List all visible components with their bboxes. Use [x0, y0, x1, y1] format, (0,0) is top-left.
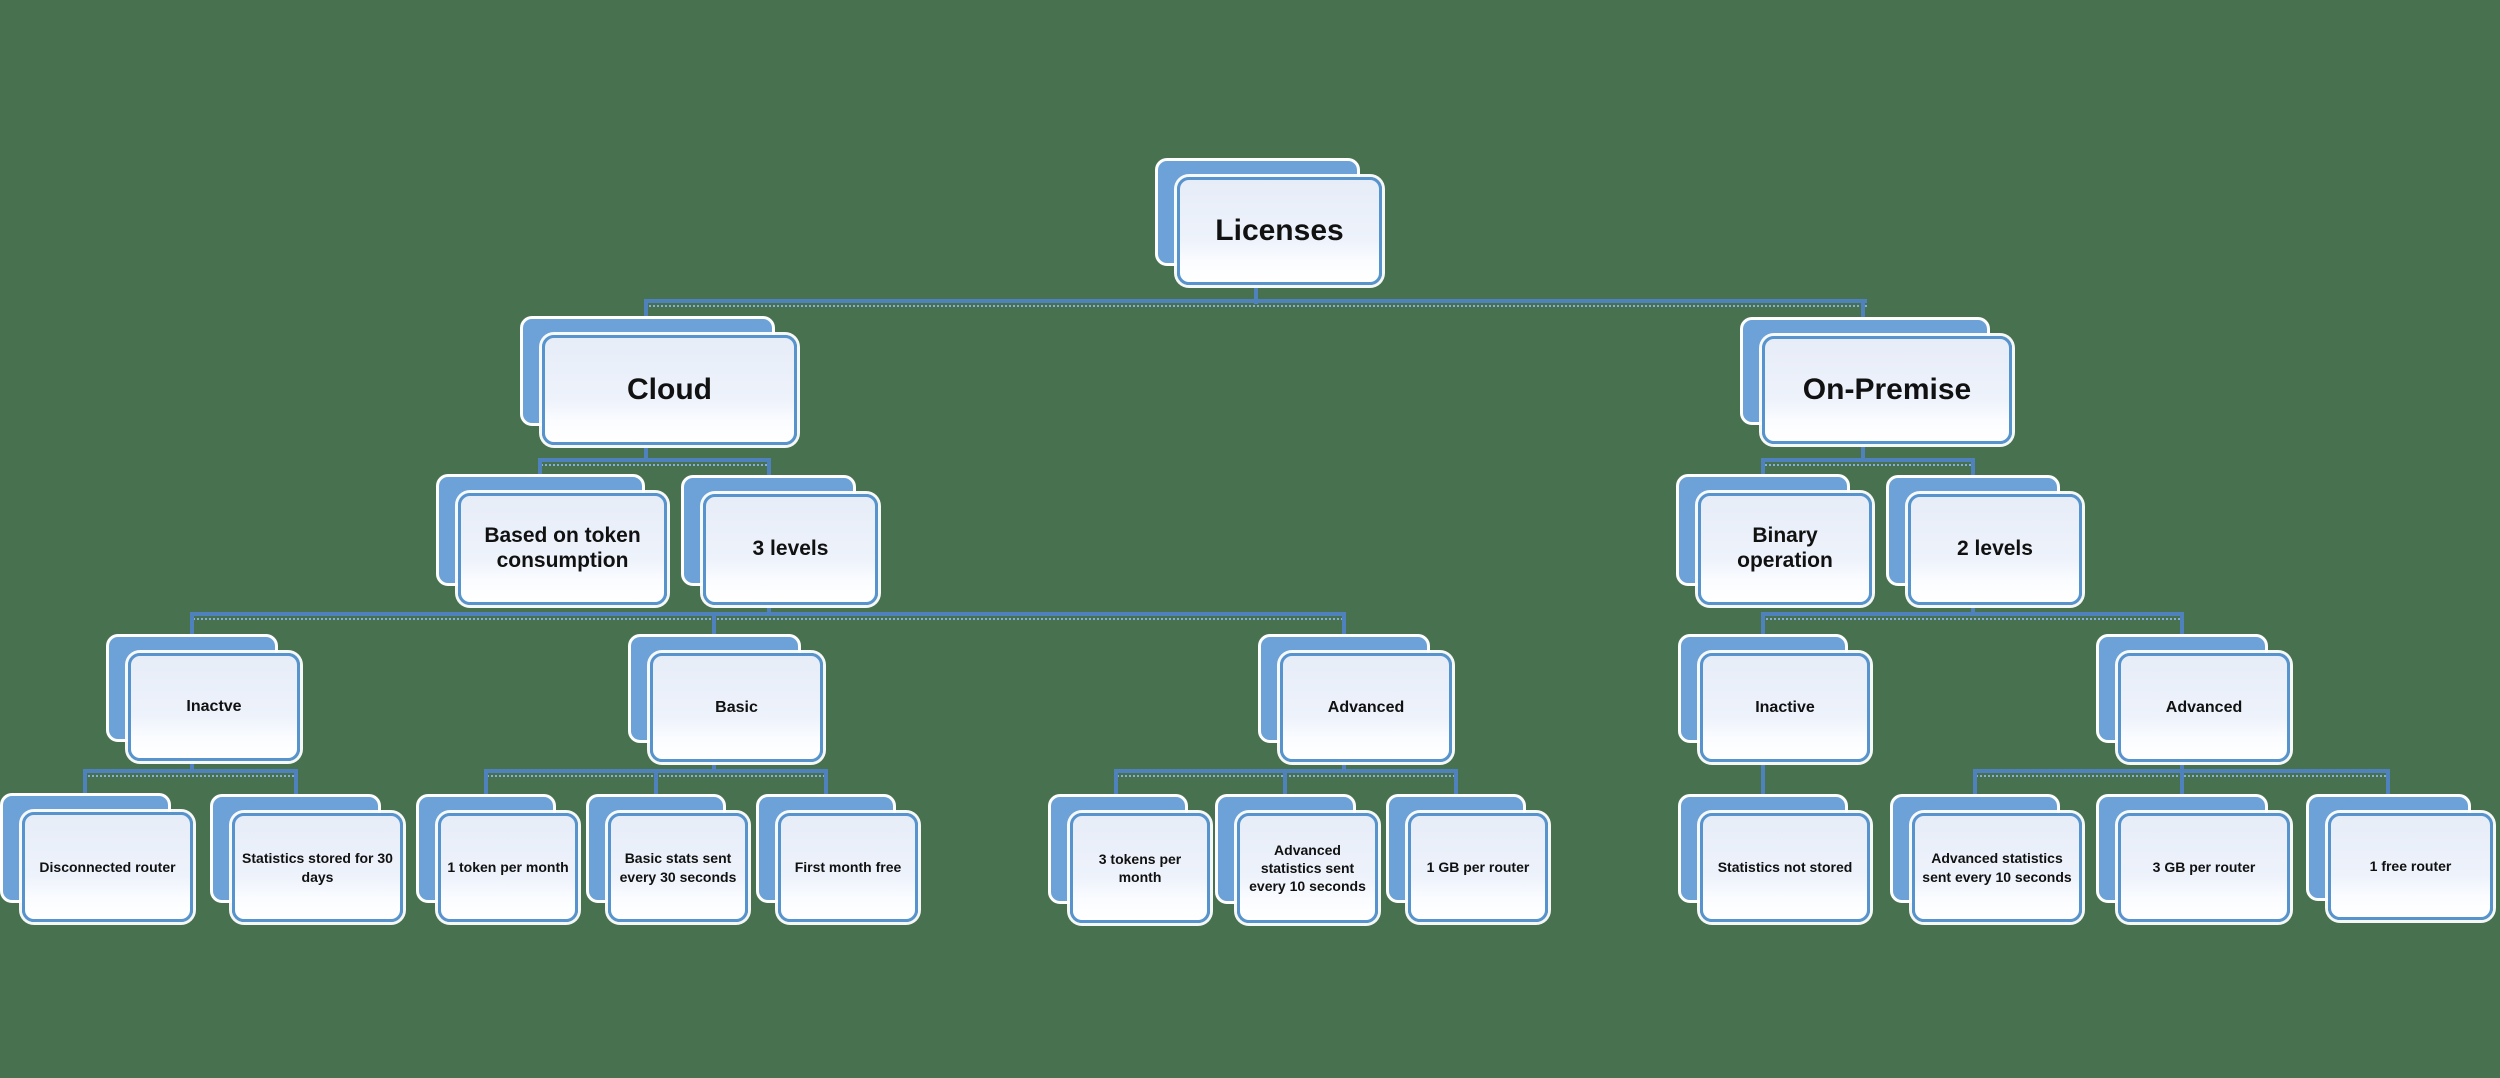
node-3-gb-per-router: 3 GB per router — [2096, 794, 2290, 922]
node-cloud-inactive-label: Inactve — [128, 653, 300, 761]
node-3-gb-per-router-label: 3 GB per router — [2118, 813, 2290, 922]
connector-line — [1861, 430, 1865, 462]
node-onprem-advanced-stats-10-seconds-label: Advanced statistics sent every 10 second… — [1912, 813, 2082, 922]
node-based-on-token-consumption-label: Based on token consumption — [458, 493, 667, 605]
connector-line — [1761, 458, 1975, 466]
node-3-tokens-per-month-label: 3 tokens per month — [1070, 813, 1210, 923]
node-statistics-not-stored-label: Statistics not stored — [1700, 813, 1870, 922]
node-on-premise-label: On-Premise — [1762, 336, 2012, 444]
connector-line — [190, 612, 1346, 620]
node-cloud-basic: Basic — [628, 634, 823, 762]
node-1-token-per-month: 1 token per month — [416, 794, 578, 922]
node-cloud-inactive: Inactve — [106, 634, 300, 761]
node-3-levels: 3 levels — [681, 475, 878, 605]
node-2-levels: 2 levels — [1886, 475, 2082, 605]
node-1-free-router: 1 free router — [2306, 794, 2493, 920]
node-binary-operation-label: Binary operation — [1698, 493, 1872, 605]
node-1-gb-per-router: 1 GB per router — [1386, 794, 1548, 922]
node-1-free-router-label: 1 free router — [2328, 813, 2493, 920]
node-cloud: Cloud — [520, 316, 797, 445]
node-first-month-free: First month free — [756, 794, 918, 922]
connector-line — [538, 458, 771, 466]
node-binary-operation: Binary operation — [1676, 474, 1872, 605]
connector-line — [83, 769, 298, 777]
node-1-token-per-month-label: 1 token per month — [438, 813, 578, 922]
node-onprem-advanced: Advanced — [2096, 634, 2290, 762]
node-based-on-token-consumption: Based on token consumption — [436, 474, 667, 605]
node-2-levels-label: 2 levels — [1908, 494, 2082, 605]
connector-line — [1761, 745, 1765, 819]
node-disconnected-router: Disconnected router — [0, 793, 193, 922]
node-on-premise: On-Premise — [1740, 317, 2012, 444]
node-first-month-free-label: First month free — [778, 813, 918, 922]
node-stats-stored-30-days-label: Statistics stored for 30 days — [232, 813, 403, 922]
node-3-levels-label: 3 levels — [703, 494, 878, 605]
node-cloud-basic-label: Basic — [650, 653, 823, 762]
node-cloud-label: Cloud — [542, 335, 797, 445]
node-licenses: Licenses — [1155, 158, 1382, 285]
node-onprem-inactive: Inactive — [1678, 634, 1870, 762]
node-licenses-label: Licenses — [1177, 177, 1382, 285]
node-statistics-not-stored: Statistics not stored — [1678, 794, 1870, 922]
connector-line — [644, 430, 648, 462]
node-stats-stored-30-days: Statistics stored for 30 days — [210, 794, 403, 922]
node-basic-stats-30-seconds: Basic stats sent every 30 seconds — [586, 794, 748, 922]
node-cloud-advanced-label: Advanced — [1280, 653, 1452, 762]
node-cloud-advanced-stats-10-seconds-label: Advanced statistics sent every 10 second… — [1237, 813, 1378, 923]
node-3-tokens-per-month: 3 tokens per month — [1048, 794, 1210, 923]
connector-line — [1761, 612, 2184, 620]
node-cloud-advanced-stats-10-seconds: Advanced statistics sent every 10 second… — [1215, 794, 1378, 923]
node-disconnected-router-label: Disconnected router — [22, 812, 193, 922]
node-onprem-inactive-label: Inactive — [1700, 653, 1870, 762]
node-cloud-advanced: Advanced — [1258, 634, 1452, 762]
node-onprem-advanced-stats-10-seconds: Advanced statistics sent every 10 second… — [1890, 794, 2082, 922]
node-onprem-advanced-label: Advanced — [2118, 653, 2290, 762]
node-1-gb-per-router-label: 1 GB per router — [1408, 813, 1548, 922]
node-basic-stats-30-seconds-label: Basic stats sent every 30 seconds — [608, 813, 748, 922]
connector-line — [644, 299, 1867, 307]
